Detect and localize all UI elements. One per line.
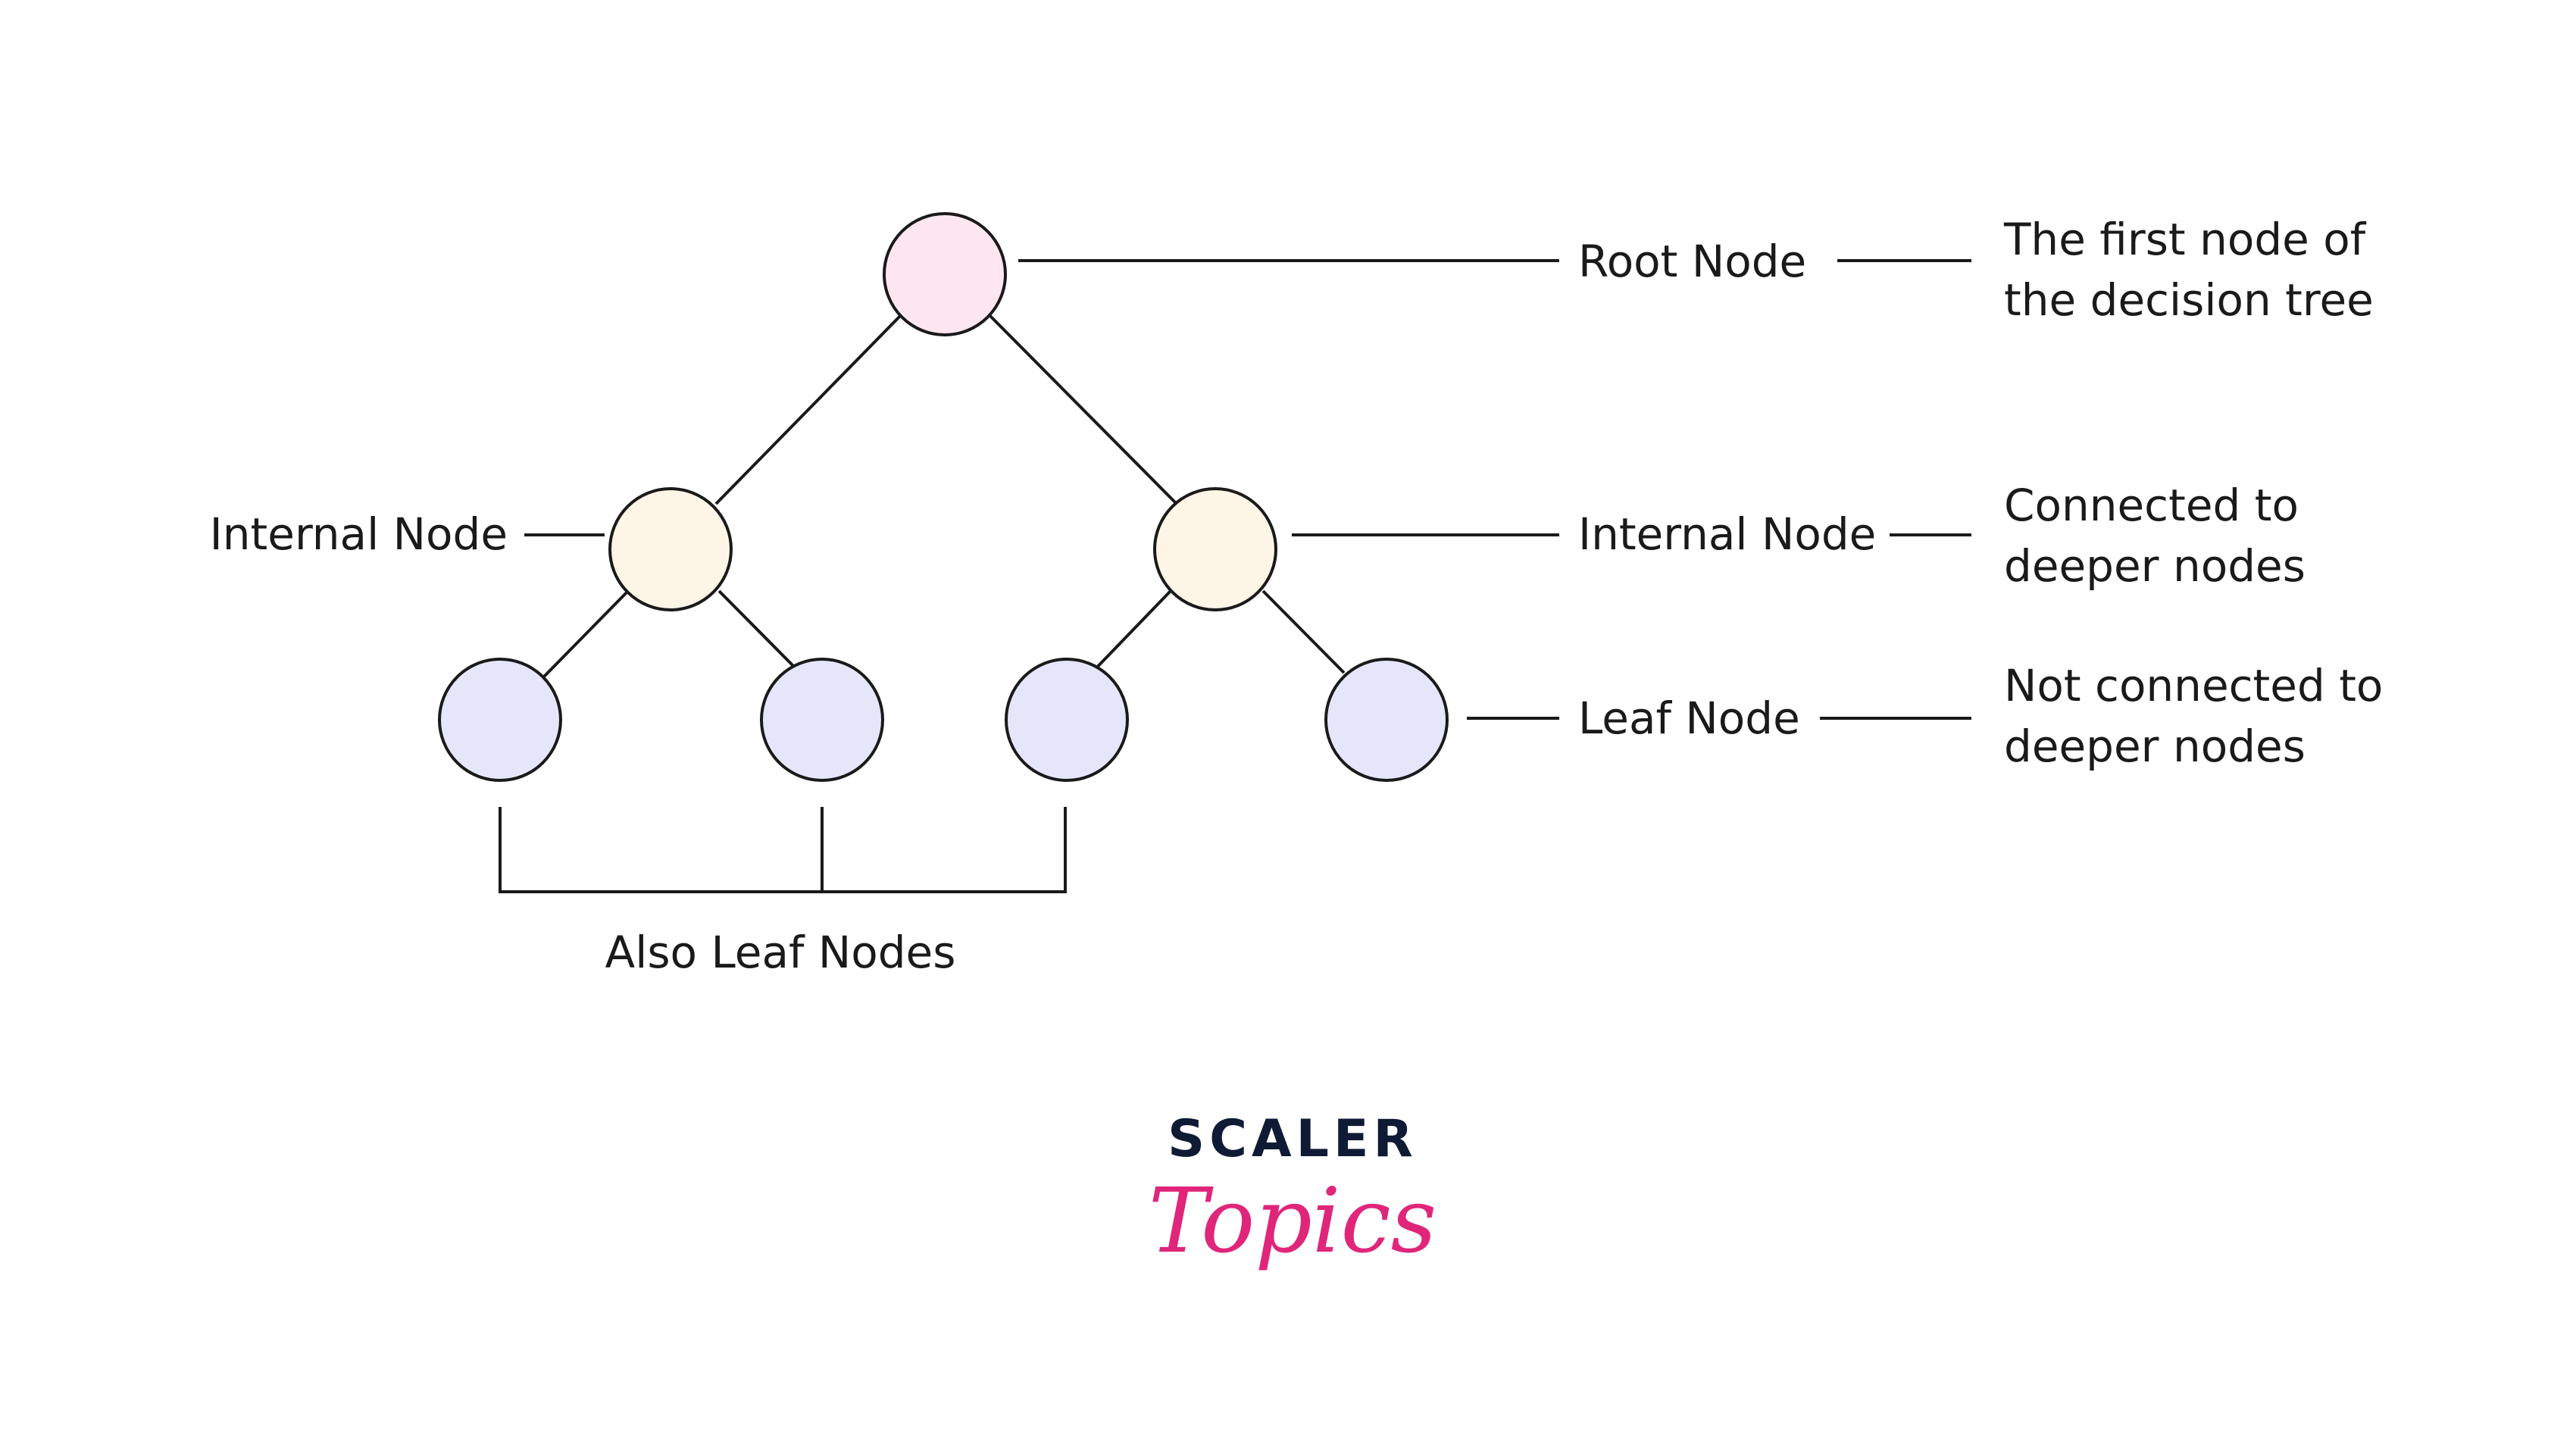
leaf-description-line-2: deeper nodes xyxy=(2004,721,2306,772)
also-leaf-nodes-label: Also Leaf Nodes xyxy=(605,927,956,978)
leaf-node-2 xyxy=(760,658,884,782)
logo-topics-text: Topics xyxy=(1149,1168,1437,1273)
leaf-node-4 xyxy=(1324,658,1449,782)
root-node-label: Root Node xyxy=(1578,236,1806,287)
edge-left-leaf2 xyxy=(717,589,802,674)
internal-node-right-label: Internal Node xyxy=(1578,508,1876,560)
internal-description-line-1: Connected to xyxy=(2004,480,2299,531)
scaler-topics-logo: SCALER Topics xyxy=(1149,1109,1437,1273)
leaf-node-label: Leaf Node xyxy=(1578,692,1800,744)
root-description-line-1: The first node of xyxy=(2003,214,2367,265)
internal-node-left-label: Internal Node xyxy=(210,508,508,560)
leaf-description-line-1: Not connected to xyxy=(2004,660,2383,711)
internal-node-right xyxy=(1153,487,1277,611)
edge-root-left xyxy=(714,311,905,505)
root-description-line-2: the decision tree xyxy=(2004,274,2374,326)
root-node xyxy=(883,212,1007,336)
logo-scaler-text: SCALER xyxy=(1168,1109,1418,1169)
edge-right-leaf3 xyxy=(1086,589,1172,678)
leaf-node-1 xyxy=(438,658,562,782)
also-leaf-bracket xyxy=(499,807,1067,893)
edge-root-right xyxy=(985,311,1178,505)
leaf-node-3 xyxy=(1005,658,1129,782)
internal-description-line-2: deeper nodes xyxy=(2004,540,2306,592)
internal-node-left xyxy=(608,487,733,611)
edge-left-leaf1 xyxy=(542,589,630,678)
edge-right-leaf4 xyxy=(1261,589,1346,674)
